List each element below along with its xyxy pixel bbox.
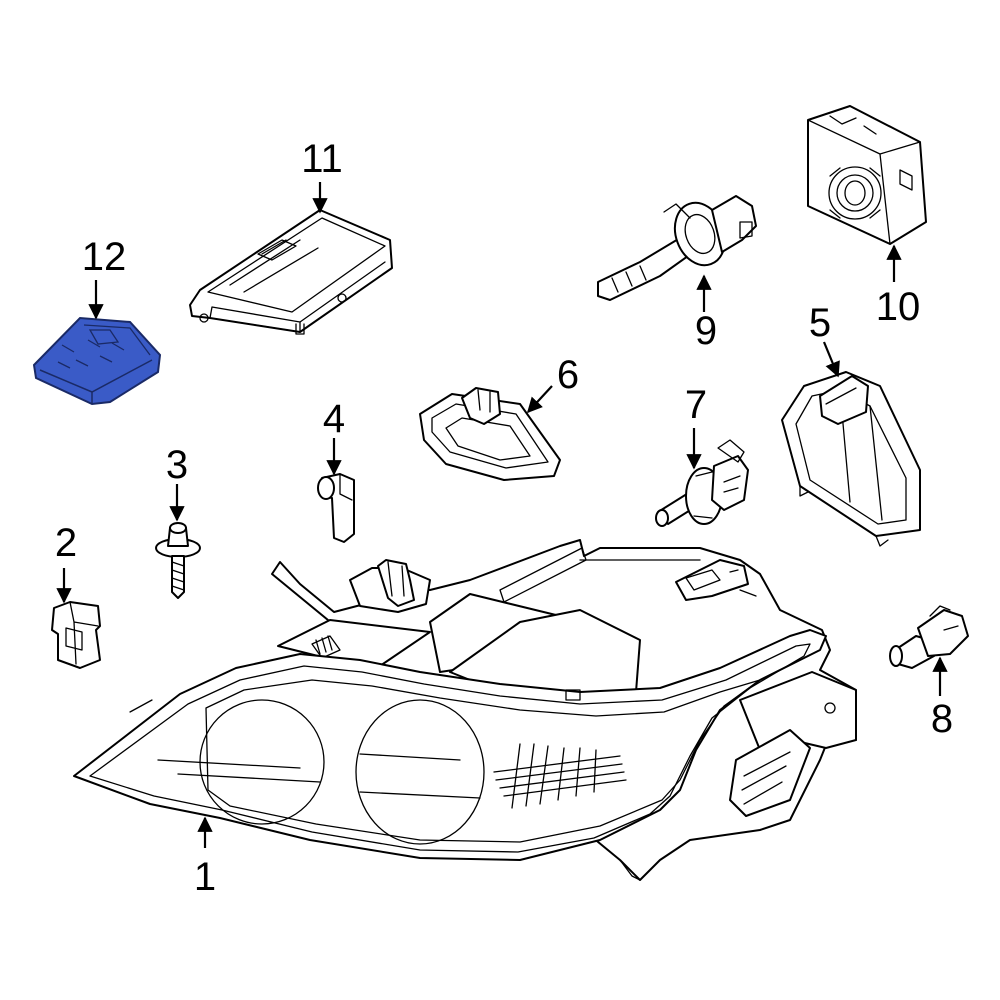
part-5-bracket[interactable] — [781, 371, 921, 547]
part-12-ballast-module[interactable] — [32, 316, 162, 406]
part-4-breather-tube[interactable] — [317, 473, 355, 543]
part-7-bulb-socket[interactable] — [655, 439, 749, 527]
callout-6[interactable]: 6 — [557, 353, 579, 397]
arrow-5 — [822, 341, 840, 378]
callout-7[interactable]: 7 — [685, 383, 707, 427]
callout-2[interactable]: 2 — [55, 521, 77, 565]
part-2-clip[interactable] — [51, 601, 101, 669]
arrow-6 — [526, 385, 553, 414]
part-3-screw[interactable] — [155, 522, 201, 599]
part-9-bulb[interactable] — [597, 195, 757, 301]
part-11-ballast-unit[interactable] — [189, 209, 393, 335]
callout-8[interactable]: 8 — [931, 697, 953, 741]
part-10-lamp-cap[interactable] — [807, 105, 927, 245]
callout-10[interactable]: 10 — [876, 285, 921, 329]
part-6-gasket[interactable] — [419, 387, 561, 481]
callout-5[interactable]: 5 — [809, 301, 831, 345]
callout-11[interactable]: 11 — [301, 137, 343, 181]
leader-arrows — [56, 182, 948, 848]
callout-3[interactable]: 3 — [166, 443, 188, 487]
callout-4[interactable]: 4 — [323, 397, 345, 441]
part-8-side-bulb[interactable] — [889, 605, 969, 669]
callout-9[interactable]: 9 — [695, 309, 717, 353]
part-1-headlamp-assembly[interactable] — [73, 539, 857, 881]
callout-12[interactable]: 12 — [82, 235, 127, 279]
callout-1[interactable]: 1 — [194, 855, 216, 899]
callout-labels: 1 2 3 4 5 6 7 8 9 10 11 12 — [55, 137, 953, 899]
